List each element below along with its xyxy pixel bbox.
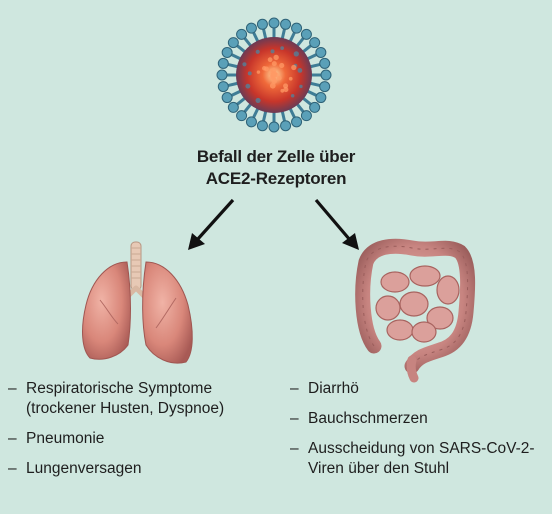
list-item-text: Lungenversagen	[26, 459, 224, 479]
list-item: –Lungenversagen	[8, 459, 224, 479]
respiratory-symptom-list: –Respiratorische Symptome(trockener Hust…	[8, 379, 224, 489]
virus-icon	[217, 18, 331, 132]
center-title-line1: Befall der Zelle über	[0, 146, 552, 168]
list-item-text: Bauchschmerzen	[308, 409, 535, 429]
list-item: –Ausscheidung von SARS-CoV-2-Viren über …	[290, 439, 535, 479]
arrow-left-icon	[188, 200, 233, 250]
intestine-icon	[363, 246, 468, 378]
bullet-dash: –	[8, 459, 17, 479]
bullet-dash: –	[290, 409, 299, 429]
list-item: –Diarrhö	[290, 379, 535, 399]
list-item-text: Viren über den Stuhl	[308, 459, 535, 479]
bullet-dash: –	[290, 439, 299, 459]
list-item-text: Ausscheidung von SARS-CoV-2-	[308, 439, 535, 459]
list-item: –Pneumonie	[8, 429, 224, 449]
bullet-dash: –	[290, 379, 299, 399]
bullet-dash: –	[8, 429, 17, 449]
list-item-text: Pneumonie	[26, 429, 224, 449]
lungs-icon	[83, 242, 193, 363]
center-title: Befall der Zelle über ACE2-Rezeptoren	[0, 146, 552, 190]
list-item-text: (trockener Husten, Dyspnoe)	[26, 399, 224, 419]
list-item: –Bauchschmerzen	[290, 409, 535, 429]
arrow-right-icon	[316, 200, 359, 250]
bullet-dash: –	[8, 379, 17, 399]
list-item-text: Diarrhö	[308, 379, 535, 399]
list-item: –Respiratorische Symptome(trockener Hust…	[8, 379, 224, 419]
gastrointestinal-symptom-list: –Diarrhö–Bauchschmerzen–Ausscheidung von…	[290, 379, 535, 489]
center-title-line2: ACE2-Rezeptoren	[0, 168, 552, 190]
list-item-text: Respiratorische Symptome	[26, 379, 224, 399]
